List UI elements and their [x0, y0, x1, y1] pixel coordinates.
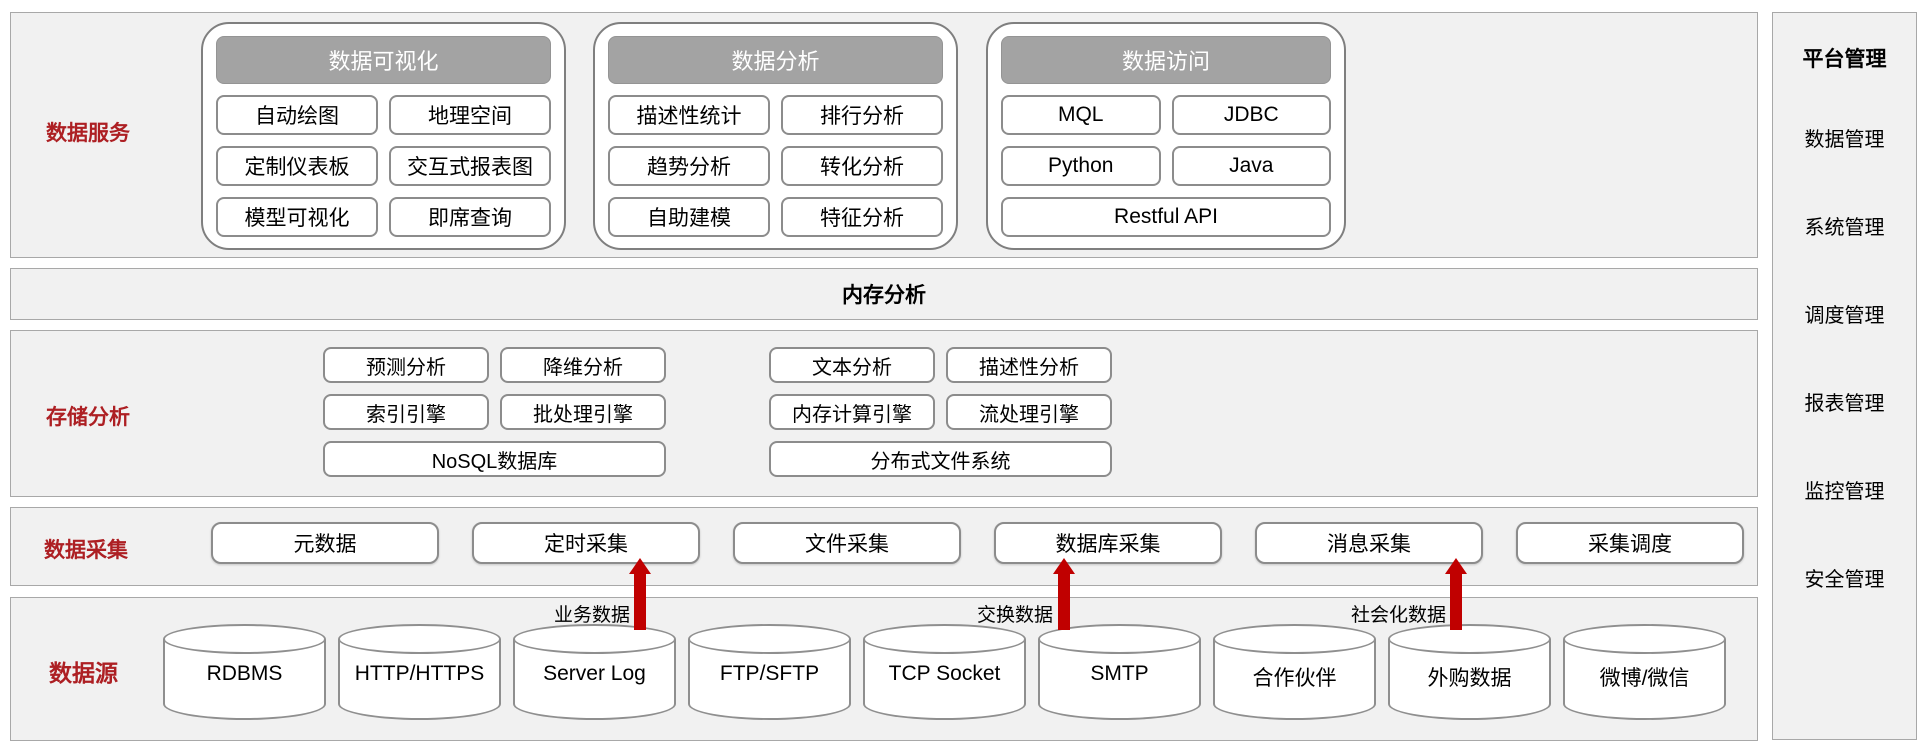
item-box: 索引引擎 — [323, 394, 489, 430]
cylinder-ftp-sftp: FTP/SFTP — [688, 624, 851, 720]
item-box: 描述性统计 — [608, 95, 770, 135]
group-header-data-analysis: 数据分析 — [608, 36, 943, 84]
cylinder-smtp: SMTP — [1038, 624, 1201, 720]
cylinder-weibo-wechat: 微博/微信 — [1563, 624, 1726, 720]
group-data-access: 数据访问 MQL JDBC Python Java Restful API — [986, 22, 1346, 250]
up-arrow-exchange-data — [1053, 558, 1075, 630]
group-data-analysis: 数据分析 描述性统计 排行分析 趋势分析 转化分析 自助建模 特征分析 — [593, 22, 958, 250]
item-box: JDBC — [1171, 95, 1331, 135]
item-box: 定时采集 — [472, 522, 700, 564]
panel-item-data-management: 数据管理 — [1804, 129, 1885, 151]
group-header-data-access: 数据访问 — [1001, 36, 1331, 84]
row-label-data-collection: 数据采集 — [44, 539, 128, 562]
cylinder-label: FTP/SFTP — [719, 662, 820, 685]
collection-items-row: 元数据 定时采集 文件采集 数据库采集 消息采集 采集调度 — [211, 522, 1744, 564]
cylinder-top — [1213, 624, 1376, 654]
cylinder-purchased-data: 外购数据 — [1388, 624, 1551, 720]
arrow-label-exchange-data: 交换数据 — [976, 605, 1053, 626]
group-data-visualization: 数据可视化 自动绘图 地理空间 定制仪表板 交互式报表图 模型可视化 即席查询 — [201, 22, 566, 250]
item-box: 内存计算引擎 — [769, 394, 935, 430]
item-box: 交互式报表图 — [389, 146, 551, 186]
group-header-data-visualization: 数据可视化 — [216, 36, 551, 84]
cylinder-top — [1388, 624, 1551, 654]
item-box: 趋势分析 — [608, 146, 770, 186]
item-box: 数据库采集 — [994, 522, 1222, 564]
cylinder-top — [163, 624, 326, 654]
item-box: Python — [1001, 146, 1161, 186]
item-box: 批处理引擎 — [500, 394, 666, 430]
item-box-restful-api: Restful API — [1001, 197, 1331, 237]
section-data-services: 数据服务 数据可视化 自动绘图 地理空间 定制仪表板 交互式报表图 模型可视化 … — [10, 12, 1758, 258]
cylinder-label: TCP Socket — [888, 662, 1001, 685]
panel-platform-management: 平台管理 数据管理 系统管理 调度管理 报表管理 监控管理 安全管理 — [1772, 12, 1917, 740]
cylinder-partners: 合作伙伴 — [1213, 624, 1376, 720]
section-memory-analysis: 内存分析 — [10, 268, 1758, 320]
group-items-grid: MQL JDBC Python Java Restful API — [1001, 95, 1331, 237]
item-box: 自助建模 — [608, 197, 770, 237]
section-data-collection: 数据采集 元数据 定时采集 文件采集 数据库采集 消息采集 采集调度 — [10, 507, 1758, 586]
platform-management-title: 平台管理 — [1802, 48, 1887, 71]
cylinder-label: HTTP/HTTPS — [354, 662, 485, 685]
row-label-storage-analysis: 存储分析 — [46, 406, 130, 429]
group-items-grid: 自动绘图 地理空间 定制仪表板 交互式报表图 模型可视化 即席查询 — [216, 95, 551, 237]
cylinder-top — [863, 624, 1026, 654]
group-items-grid: 描述性统计 排行分析 趋势分析 转化分析 自助建模 特征分析 — [608, 95, 943, 237]
item-box: 文件采集 — [733, 522, 961, 564]
item-box: 地理空间 — [389, 95, 551, 135]
cylinder-top — [1563, 624, 1726, 654]
section-data-sources: 数据源 RDBMS HTTP/HTTPS Server Log FTP/SFTP… — [10, 597, 1758, 741]
item-box-nosql: NoSQL数据库 — [323, 441, 666, 477]
item-box: 即席查询 — [389, 197, 551, 237]
panel-item-report-management: 报表管理 — [1804, 393, 1885, 415]
cylinder-top — [338, 624, 501, 654]
item-box: 排行分析 — [781, 95, 943, 135]
cylinder-top — [513, 624, 676, 654]
panel-item-schedule-management: 调度管理 — [1804, 305, 1885, 327]
item-box: 自动绘图 — [216, 95, 378, 135]
item-box: 预测分析 — [323, 347, 489, 383]
panel-item-security-management: 安全管理 — [1804, 569, 1885, 591]
item-box: MQL — [1001, 95, 1161, 135]
item-box: 降维分析 — [500, 347, 666, 383]
cylinder-row: RDBMS HTTP/HTTPS Server Log FTP/SFTP TCP… — [163, 624, 1726, 720]
item-box: Java — [1171, 146, 1331, 186]
item-box-distributed-fs: 分布式文件系统 — [769, 441, 1112, 477]
item-box: 采集调度 — [1516, 522, 1744, 564]
cylinder-body — [688, 639, 851, 720]
cylinder-label: Server Log — [543, 662, 646, 685]
cylinder-http-https: HTTP/HTTPS — [338, 624, 501, 720]
arrow-label-social-data: 社会化数据 — [1350, 605, 1446, 626]
item-box: 消息采集 — [1255, 522, 1483, 564]
cylinder-top — [688, 624, 851, 654]
item-box: 模型可视化 — [216, 197, 378, 237]
item-box: 描述性分析 — [946, 347, 1112, 383]
item-box: 定制仪表板 — [216, 146, 378, 186]
cylinder-label: 合作伙伴 — [1252, 667, 1337, 690]
storage-grid-left: 预测分析 降维分析 索引引擎 批处理引擎 NoSQL数据库 — [323, 347, 666, 477]
row-label-data-sources: 数据源 — [49, 660, 118, 686]
cylinder-tcp-socket: TCP Socket — [863, 624, 1026, 720]
item-box: 流处理引擎 — [946, 394, 1112, 430]
cylinder-label: 外购数据 — [1427, 667, 1512, 690]
item-box: 文本分析 — [769, 347, 935, 383]
arrow-label-business-data: 业务数据 — [553, 605, 630, 626]
row-label-data-services: 数据服务 — [46, 122, 130, 145]
up-arrow-social-data — [1445, 558, 1467, 630]
item-box: 转化分析 — [781, 146, 943, 186]
cylinder-server-log: Server Log — [513, 624, 676, 720]
panel-item-system-management: 系统管理 — [1804, 217, 1885, 239]
up-arrow-business-data — [629, 558, 651, 630]
memory-analysis-title: 内存分析 — [842, 284, 926, 307]
panel-item-monitor-management: 监控管理 — [1804, 481, 1885, 503]
item-box: 特征分析 — [781, 197, 943, 237]
cylinder-rdbms: RDBMS — [163, 624, 326, 720]
cylinder-label: 微博/微信 — [1599, 667, 1690, 690]
item-box: 元数据 — [211, 522, 439, 564]
cylinder-label: RDBMS — [206, 662, 283, 685]
storage-grid-right: 文本分析 描述性分析 内存计算引擎 流处理引擎 分布式文件系统 — [769, 347, 1112, 477]
section-storage-analysis: 存储分析 预测分析 降维分析 索引引擎 批处理引擎 NoSQL数据库 文本分析 … — [10, 330, 1758, 497]
cylinder-label: SMTP — [1090, 662, 1149, 685]
